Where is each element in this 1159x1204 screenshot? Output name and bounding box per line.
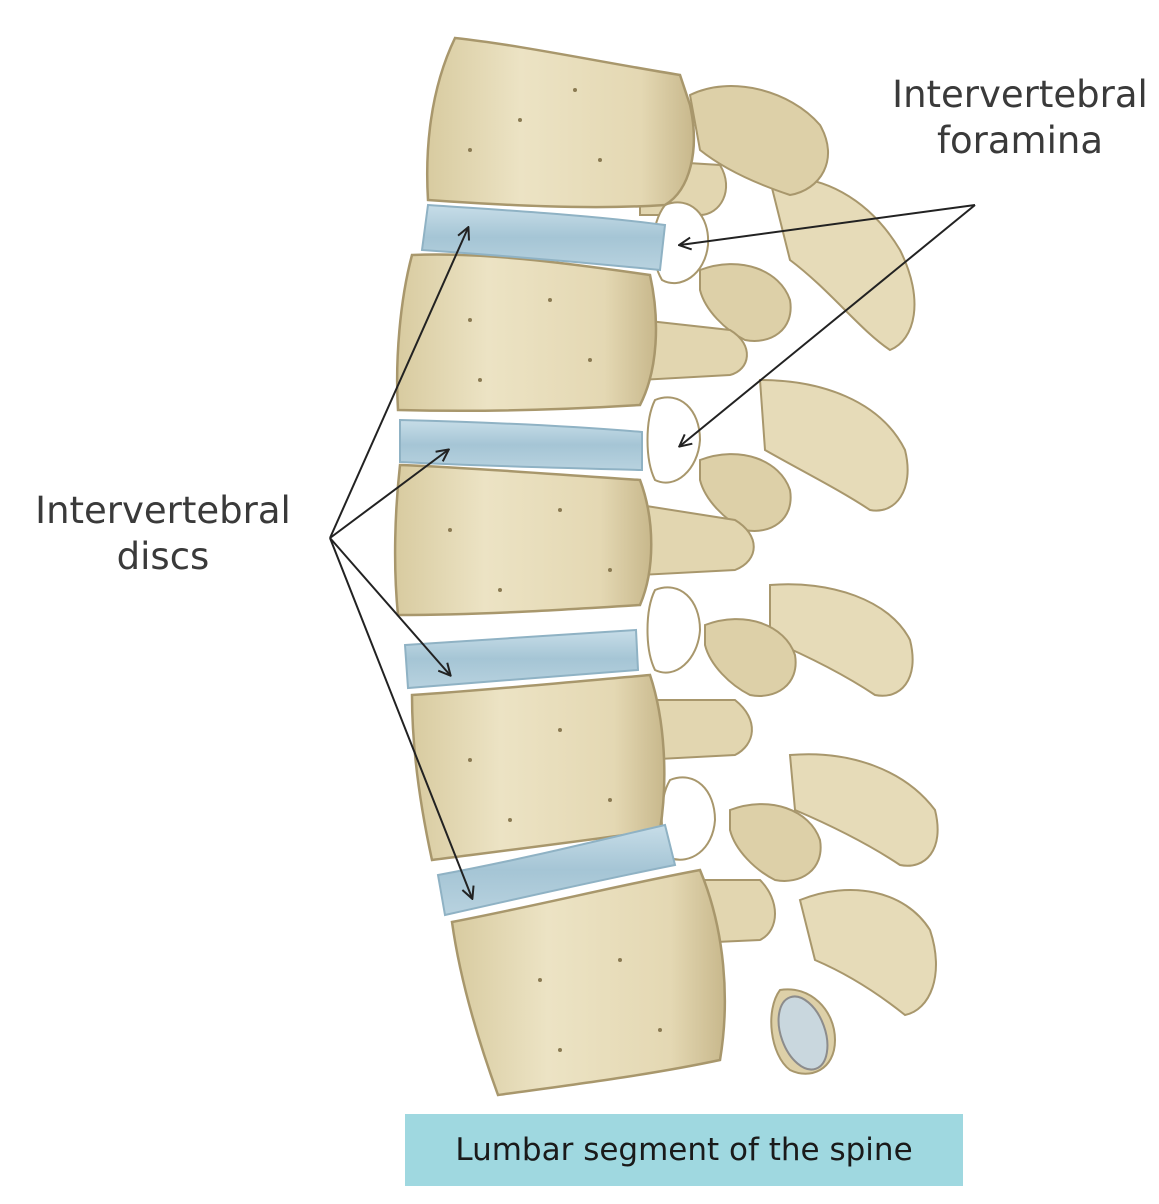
vertebra-l5 [450,868,727,1097]
speck [468,318,472,322]
pedicle-2 [639,318,748,382]
articular-process-4 [704,618,797,697]
caption-text: Lumbar segment of the spine [455,1132,913,1168]
pedicle-3 [639,503,755,577]
speck [658,1028,662,1032]
discs-label-line-1: Intervertebral [35,489,291,532]
speck [448,528,452,532]
spinous-process-5 [798,889,937,1017]
speck [508,818,512,822]
speck [548,298,552,302]
foramina [646,201,717,861]
discs-label: Intervertebral discs [18,488,308,580]
disc-1 [420,203,667,272]
speck [518,118,522,122]
foramina-label-line-1: Intervertebral [892,73,1148,116]
articular-process-5 [729,803,822,882]
speck [468,758,472,762]
articular-process-3 [699,453,792,532]
spinous-processes [758,177,939,1017]
foramen-arrow-1 [680,204,976,245]
disc-2 [399,418,643,472]
sacral-facet [777,995,829,1071]
vertebra-l2 [395,253,658,413]
spinous-process-4 [788,753,939,867]
speck [608,798,612,802]
foramen-3 [646,586,702,674]
vertebra-l1 [425,36,696,209]
vertebra-l4 [410,673,666,862]
foramina-label: Intervertebral foramina [880,72,1159,164]
disc-arrow-4 [329,537,472,898]
vertebral-bodies [393,36,727,1097]
speck [498,588,502,592]
caption-box: Lumbar segment of the spine [405,1114,963,1186]
foramina-label-line-2: foramina [937,119,1103,162]
speck [478,378,482,382]
foramina-leader-lines [680,204,976,446]
disc-3 [403,628,640,690]
spinous-process-2 [758,378,909,512]
disc-arrow-3 [329,537,450,675]
articular-process-2 [699,263,792,342]
discs-label-line-2: discs [116,535,210,578]
spinous-process-1 [768,177,916,352]
speck [573,88,577,92]
speck [618,958,622,962]
spinous-process-3 [769,583,914,697]
vertebra-l3 [393,463,653,617]
disc-4 [436,823,677,917]
foramen-2 [646,396,702,484]
speck [468,148,472,152]
disc-arrow-1 [329,228,468,539]
intervertebral-discs [399,203,677,917]
speck [608,568,612,572]
articular-process-1 [688,85,830,197]
disc-leader-lines [329,228,472,898]
speck [538,978,542,982]
speck [558,1048,562,1052]
bone-texture [448,88,662,1052]
speck [598,158,602,162]
speck [558,508,562,512]
disc-arrow-2 [329,450,448,539]
pedicle-4 [639,699,753,762]
speck [558,728,562,732]
speck [588,358,592,362]
foramen-arrow-2 [680,204,976,446]
